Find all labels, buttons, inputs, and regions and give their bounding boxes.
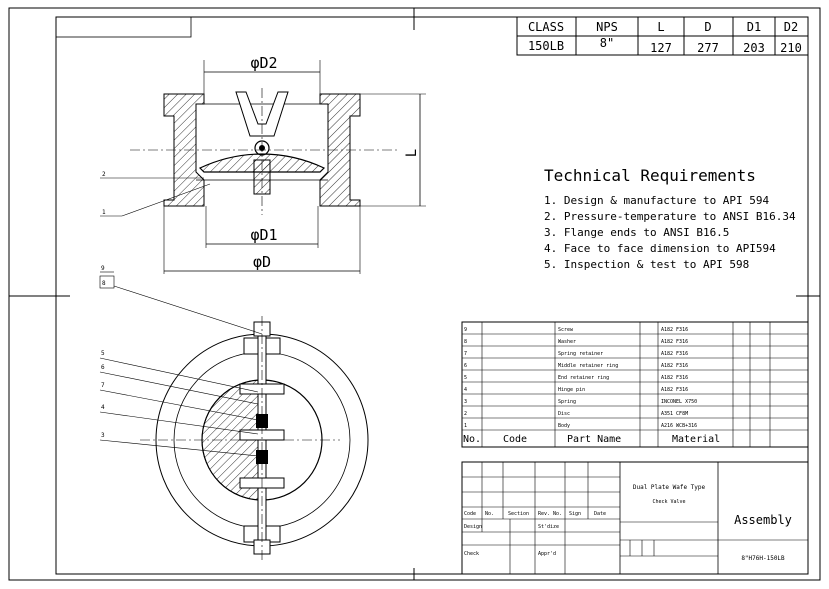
bom-row-no: 2	[464, 411, 467, 417]
tb-drawing-no: 8"H76H-150LB	[741, 555, 785, 562]
callout-bottom-5: 5	[101, 350, 105, 357]
tech-item-4: 4. Face to face dimension to API594	[544, 242, 776, 255]
callout-top-1: 1	[102, 209, 106, 216]
bom-row-no: 4	[464, 387, 467, 393]
tb-label-section: Section	[508, 511, 529, 517]
bom-row-no: 1	[464, 423, 467, 429]
bom-row-no: 6	[464, 363, 467, 369]
tb-label-check: Check	[464, 551, 479, 557]
bom-row-material: A182 F316	[661, 387, 688, 393]
tb-label-apprd: Appr'd	[538, 551, 556, 557]
tb-label-sign: Sign	[569, 511, 581, 517]
technical-requirements: Technical Requirements 1. Design & manuf…	[544, 166, 796, 271]
bom-row-material: INCONEL X750	[661, 399, 697, 405]
tech-title: Technical Requirements	[544, 166, 756, 185]
callout-bottom-9: 9	[101, 265, 105, 272]
corner-box	[55, 16, 192, 38]
spec-header-d2: D2	[784, 20, 798, 34]
dim-d: φD	[253, 253, 271, 271]
bom-row-no: 7	[464, 351, 467, 357]
tb-title-line2: Check Valve	[652, 499, 685, 505]
tb-label-stdize: St'dize	[538, 524, 559, 530]
bom-row-name: Spring	[558, 399, 576, 405]
callout-bottom-4: 4	[101, 404, 105, 411]
bom-header-no: No.	[463, 434, 481, 445]
spec-header-nps: NPS	[596, 20, 618, 34]
tb-label-design: Design	[464, 524, 482, 530]
bom-row-material: A216 WCB+316	[661, 423, 697, 429]
bom-row-material: A182 F316	[661, 351, 688, 357]
callout-bottom-8: 8	[102, 280, 106, 287]
bom-row-name: Spring retainer	[558, 351, 603, 357]
spec-header-d: D	[704, 20, 711, 34]
bom-row-name: Middle retainer ring	[558, 363, 618, 369]
bom-row-material: A182 F316	[661, 339, 688, 345]
bom-row-no: 8	[464, 339, 467, 345]
spec-table: CLASS NPS L D D1 D2 150LB 8" 127 277 203…	[516, 16, 809, 56]
bom-row-name: Body	[558, 423, 570, 429]
dim-d1: φD1	[250, 226, 277, 244]
title-block: Code No. Section Rev. No. Sign Date Desi…	[461, 461, 809, 575]
bom-row-name: Disc	[558, 411, 570, 417]
callout-top-2: 2	[102, 171, 106, 178]
stop-pin	[235, 91, 289, 137]
tb-label-rev-no: Rev. No.	[538, 511, 562, 517]
spec-header-class: CLASS	[528, 20, 564, 34]
bom-row-name: End retainer ring	[558, 375, 609, 381]
callout-bottom-7: 7	[101, 382, 105, 389]
tb-label-date: Date	[594, 511, 606, 517]
tech-item-1: 1. Design & manufacture to API 594	[544, 194, 770, 207]
callout-bottom-3: 3	[101, 432, 105, 439]
bom-header-code: Code	[503, 434, 527, 445]
front-view: 9 8 5 6 7 4 3	[99, 265, 369, 562]
bom-row-name: Hinge pin	[558, 387, 585, 393]
bom-row-material: A182 F316	[661, 363, 688, 369]
tech-item-3: 3. Flange ends to ANSI B16.5	[544, 226, 729, 239]
bom-row-no: 9	[464, 327, 467, 333]
tech-item-2: 2. Pressure-temperature to ANSI B16.34	[544, 210, 796, 223]
tb-label-no: No.	[485, 511, 494, 517]
callout-bottom-6: 6	[101, 364, 105, 371]
bom-row-material: A351 CF8M	[661, 411, 688, 417]
bom-row-material: A182 F316	[661, 375, 688, 381]
tb-assembly: Assembly	[734, 513, 792, 527]
spec-value-class: 150LB	[528, 39, 564, 53]
bom-row-name: Washer	[558, 339, 576, 345]
bom-row-no: 5	[464, 375, 467, 381]
spec-value-d2: 210	[780, 41, 802, 55]
tb-title-line1: Dual Plate Wafe Type	[633, 484, 706, 491]
dim-l: L	[404, 149, 420, 157]
spec-value-l: 127	[650, 41, 672, 55]
spec-header-l: L	[657, 20, 664, 34]
tb-label-code: Code	[464, 511, 476, 517]
spec-header-d1: D1	[747, 20, 761, 34]
spec-value-nps: 8"	[600, 36, 614, 50]
bom-header-part: Part Name	[567, 434, 621, 445]
bom-row-material: A182 F316	[661, 327, 688, 333]
bom-row-no: 3	[464, 399, 467, 405]
dim-d2: φD2	[250, 54, 277, 72]
section-view: φD2 φD1 φD L 2 1	[100, 54, 426, 274]
bom-row-name: Screw	[558, 327, 574, 333]
tech-item-5: 5. Inspection & test to API 598	[544, 258, 749, 271]
bom-header-material: Material	[672, 434, 720, 445]
spec-value-d: 277	[697, 41, 719, 55]
spec-value-d1: 203	[743, 41, 765, 55]
